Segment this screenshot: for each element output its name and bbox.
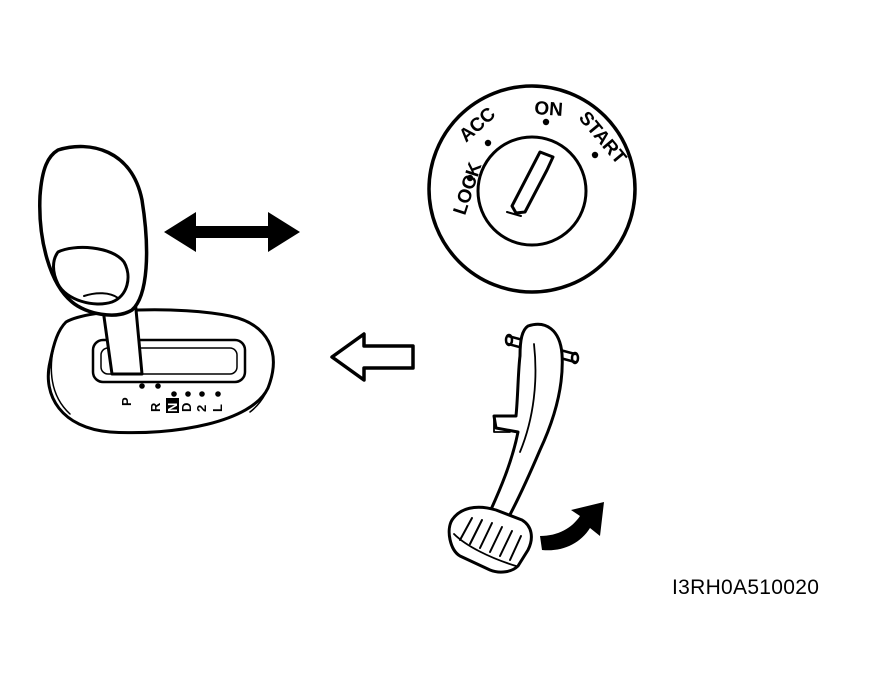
console-bezel bbox=[46, 308, 275, 435]
gear-label-n: N bbox=[165, 403, 180, 412]
figure-code: I3RH0A510020 bbox=[672, 576, 820, 599]
ignition-label-acc: ACC bbox=[455, 103, 500, 146]
gear-label-p: P bbox=[119, 397, 134, 406]
knob-button bbox=[52, 245, 130, 306]
pedal-arm bbox=[486, 322, 564, 524]
gear-label-l: L bbox=[210, 404, 225, 412]
gear-label-d: D bbox=[179, 403, 194, 412]
gear-label-2: 2 bbox=[194, 405, 209, 412]
hollow-arrow-left-icon bbox=[330, 332, 415, 382]
gear-label-r: R bbox=[148, 402, 163, 412]
selected-gear-box bbox=[166, 398, 179, 413]
curved-arrow-icon bbox=[540, 502, 604, 551]
brake-pedal bbox=[447, 322, 580, 574]
gear-dots bbox=[139, 383, 221, 397]
ignition-bezel bbox=[427, 84, 637, 294]
ignition-switch: LOCK ACC ON START bbox=[427, 84, 637, 294]
key-slot-icon bbox=[510, 150, 555, 215]
shift-gate-slot bbox=[91, 338, 247, 384]
shift-lever-assembly: P R N D 2 L bbox=[38, 144, 275, 435]
double-arrow-icon bbox=[164, 212, 300, 252]
key-cylinder bbox=[476, 135, 588, 247]
ignition-label-on: ON bbox=[534, 98, 564, 121]
gear-labels: P R N D 2 L bbox=[119, 397, 225, 412]
